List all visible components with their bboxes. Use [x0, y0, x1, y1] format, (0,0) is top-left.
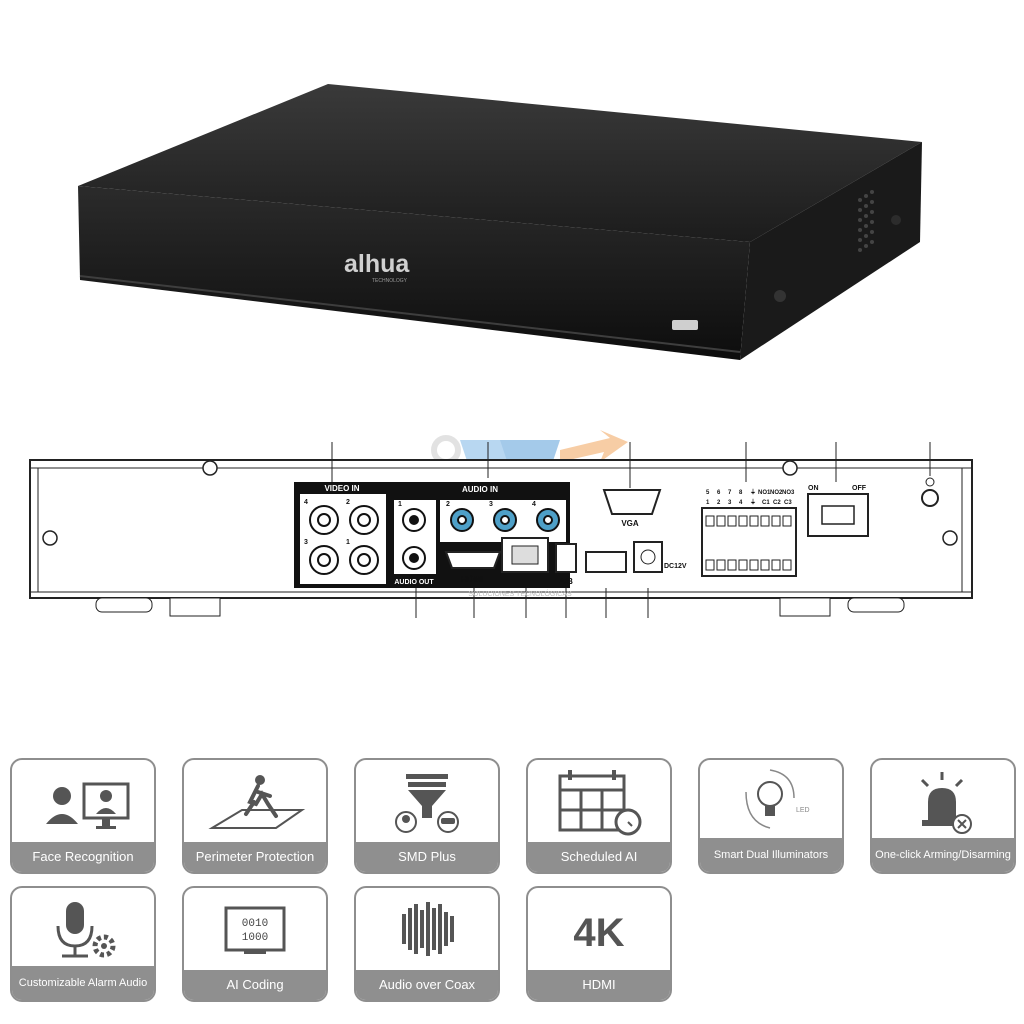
vga-port	[602, 489, 662, 515]
audio-port-label: 1	[398, 501, 402, 508]
screw	[202, 460, 218, 476]
alarm-terminal-block	[701, 507, 797, 577]
rs485-port	[555, 543, 577, 573]
switch-on-label: ON	[808, 485, 819, 492]
feature-smd-plus: SMD Plus	[354, 758, 500, 874]
alarm-top-label: NO1	[758, 490, 771, 496]
feature-label: Scheduled AI	[528, 842, 670, 872]
screw	[942, 530, 958, 546]
alarm-bottom-label: ⏚	[750, 499, 756, 506]
usb-front-port	[672, 320, 698, 330]
side-screw-2	[891, 215, 901, 225]
feature-perimeter-protection: Perimeter Protection	[182, 758, 328, 874]
screw	[782, 460, 798, 476]
side-screw	[774, 290, 786, 302]
audio-port-label: 4	[532, 501, 536, 508]
led-label: LED	[796, 807, 810, 814]
dc-label: DC12V	[664, 563, 687, 570]
watermark-text: SOLUCIONES TECNOLÓGICAS	[468, 589, 572, 598]
vga-label: VGA	[621, 519, 639, 528]
alarm-top-label: NO3	[782, 490, 795, 496]
alarm-top-label: 6	[717, 490, 721, 496]
feature-label: HDMI	[528, 970, 670, 1000]
brand-logo: alhua	[344, 250, 410, 278]
audio-port-label: 3	[489, 501, 493, 508]
video-port-label: 1	[346, 539, 350, 546]
hdmi-label: HDMI	[461, 574, 484, 584]
ground-screw	[921, 489, 939, 507]
feature-audio-over-coax: Audio over Coax	[354, 886, 500, 1002]
one-click-arming-icon	[920, 772, 972, 834]
audio-port-label: 2	[446, 501, 450, 508]
feature-label: Perimeter Protection	[184, 842, 326, 872]
alarm-bottom-label: C2	[773, 500, 781, 506]
alarm-bottom-label: C1	[762, 500, 770, 506]
alarm-top-label: 7	[728, 490, 732, 496]
smd-plus-icon	[395, 774, 459, 833]
ai-coding-digits: 0010	[242, 918, 268, 930]
smart-dual-illuminators-icon: LED	[745, 769, 810, 829]
ground-icon	[925, 477, 935, 487]
feature-label: SMD Plus	[356, 842, 498, 872]
feature-one-click-arming: One-click Arming/Disarming	[870, 758, 1016, 874]
feature-label: Smart Dual Illuminators	[700, 838, 842, 872]
alarm-bottom-label: C3	[784, 500, 792, 506]
feature-customizable-alarm-audio: Customizable Alarm Audio	[10, 886, 156, 1002]
feature-label: One-click Arming/Disarming	[872, 838, 1014, 872]
bnc-video-ports	[309, 505, 379, 575]
scheduled-ai-icon	[558, 770, 642, 836]
video-port-label: 2	[346, 499, 350, 506]
alarm-bottom-label: 3	[728, 500, 732, 506]
hdmi-4k-icon: 4K	[573, 911, 624, 955]
video-port-label: 3	[304, 539, 308, 546]
video-port-label: 4	[304, 499, 308, 506]
hdmi-port	[444, 551, 502, 569]
screw	[42, 530, 58, 546]
alarm-bottom-label: 4	[739, 500, 743, 506]
alarm-bottom-label: 2	[717, 500, 721, 506]
dvr-front-photo: alhua TECHNOLOGY	[78, 84, 922, 360]
alarm-top-label: 5	[706, 490, 710, 496]
alarm-top-label: NO2	[770, 490, 783, 496]
vent-grille	[858, 190, 874, 252]
audio-in-label: AUDIO IN	[462, 485, 498, 494]
rear-panel-diagram: VIDEO IN 4 2 3 1 AUDIO IN 1 2 3 4 AUDIO …	[29, 430, 973, 618]
feature-smart-dual-illuminators: LED Smart Dual Illuminators	[698, 758, 844, 874]
feature-label: Audio over Coax	[356, 970, 498, 1000]
alarm-top-label: ⏚	[750, 489, 756, 496]
video-in-label: VIDEO IN	[324, 484, 359, 493]
ab-label: A/B	[559, 577, 573, 586]
alarm-bottom-label: 1	[706, 500, 710, 506]
switch-off-label: OFF	[852, 485, 867, 492]
ai-coding-digits: 1000	[242, 932, 268, 944]
face-recognition-icon	[46, 782, 130, 829]
brand-sub: TECHNOLOGY	[372, 278, 408, 284]
feature-label: Face Recognition	[12, 842, 154, 872]
alarm-top-label: 8	[739, 490, 743, 496]
feature-hdmi-4k: 4K HDMI	[526, 886, 672, 1002]
feature-label: AI Coding	[184, 970, 326, 1000]
perimeter-protection-icon	[208, 775, 306, 829]
feature-face-recognition: Face Recognition	[10, 758, 156, 874]
feature-label: Customizable Alarm Audio	[12, 966, 154, 1000]
audio-out-label: AUDIO OUT	[394, 579, 434, 586]
audio-over-coax-icon	[402, 902, 454, 956]
feature-scheduled-ai: Scheduled AI	[526, 758, 672, 874]
four-k-text: 4K	[573, 911, 624, 955]
ai-coding-icon: 0010 1000	[224, 906, 286, 954]
alarm-audio-icon	[56, 902, 116, 958]
rca-audio-ports	[402, 508, 560, 570]
feature-ai-coding: 0010 1000 AI Coding	[182, 886, 328, 1002]
usb-rear-port	[585, 551, 627, 573]
